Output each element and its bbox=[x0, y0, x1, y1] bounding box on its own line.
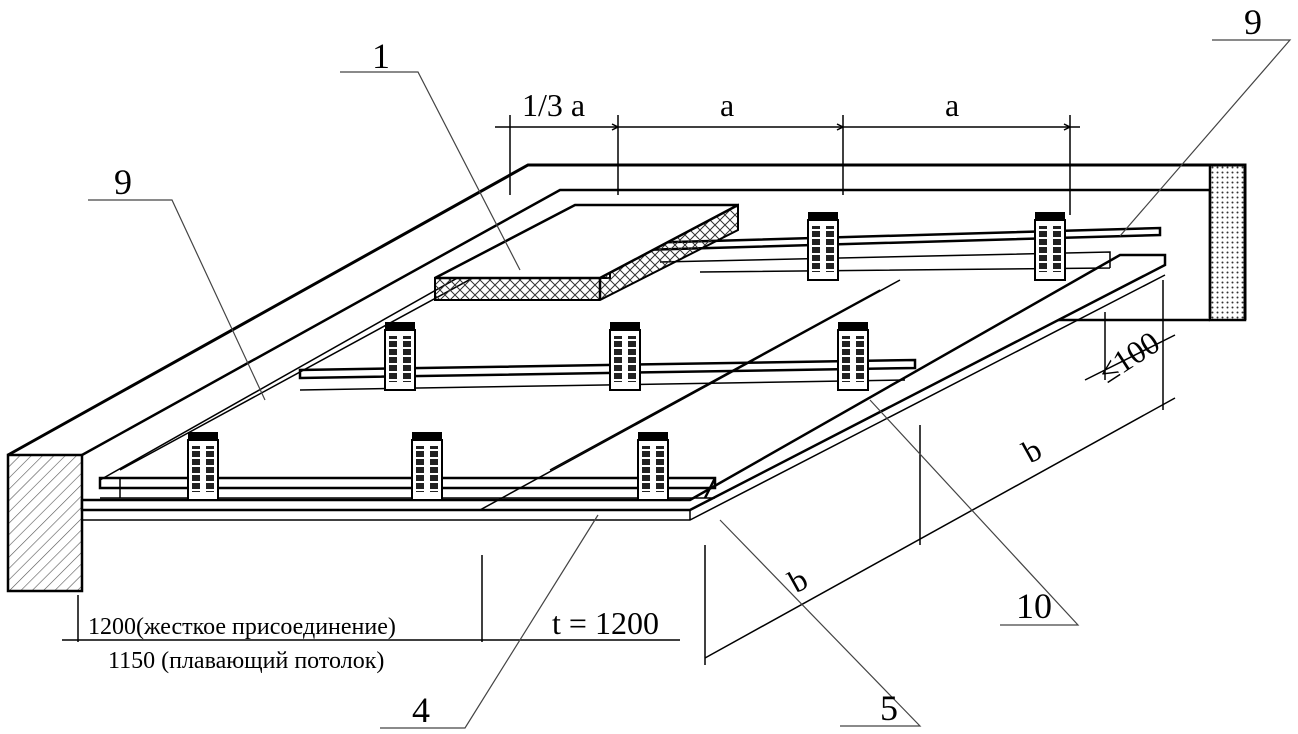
ceiling-board bbox=[80, 253, 1167, 512]
dim-a-1: a bbox=[720, 87, 734, 123]
dim-edge-gap: ≤100 bbox=[1091, 324, 1166, 390]
hanger-mid-1 bbox=[384, 321, 416, 391]
callout-4: 4 bbox=[412, 690, 430, 730]
callout-9-left: 9 bbox=[114, 162, 132, 202]
right-wall-section bbox=[1208, 163, 1247, 322]
dim-length-t: t = 1200 bbox=[552, 605, 659, 641]
hanger-near-2 bbox=[411, 431, 443, 501]
leader-10 bbox=[869, 399, 1080, 626]
dimension-b bbox=[704, 280, 1176, 665]
callout-9-right: 9 bbox=[1244, 2, 1262, 42]
leader-5 bbox=[719, 519, 922, 727]
dim-b-far: b bbox=[1016, 431, 1047, 470]
hanger-near-3 bbox=[637, 431, 669, 501]
callout-10: 10 bbox=[1016, 586, 1052, 626]
callout-5: 5 bbox=[880, 688, 898, 728]
dim-floating-ceiling: 1150 (плавающий потолок) bbox=[108, 648, 384, 674]
hanger-near-1 bbox=[187, 431, 219, 501]
hanger-far-3 bbox=[1034, 211, 1066, 281]
board-joint-2 bbox=[549, 289, 881, 471]
dimension-edge-gap bbox=[1084, 312, 1176, 381]
hanger-mid-3 bbox=[837, 321, 869, 391]
leader-1 bbox=[340, 71, 521, 271]
dimension-bottom bbox=[62, 555, 680, 642]
callout-1: 1 bbox=[372, 36, 390, 76]
dim-a-2: a bbox=[945, 87, 959, 123]
dim-third-a: 1/3 a bbox=[522, 87, 585, 123]
ceiling-board-edge bbox=[82, 274, 1166, 521]
dimension-top bbox=[495, 115, 1080, 215]
dim-rigid-connection: 1200(жесткое присоединение) bbox=[88, 614, 396, 640]
hanger-far-2 bbox=[807, 211, 839, 281]
insulation-slab bbox=[434, 203, 739, 301]
leader-4 bbox=[380, 514, 599, 729]
leader-9-right bbox=[1119, 39, 1292, 237]
leader-9-left bbox=[88, 199, 266, 401]
dim-b-near: b bbox=[782, 560, 813, 599]
left-wall-section bbox=[6, 453, 84, 593]
board-joint-1 bbox=[479, 279, 901, 511]
hanger-mid-2 bbox=[609, 321, 641, 391]
